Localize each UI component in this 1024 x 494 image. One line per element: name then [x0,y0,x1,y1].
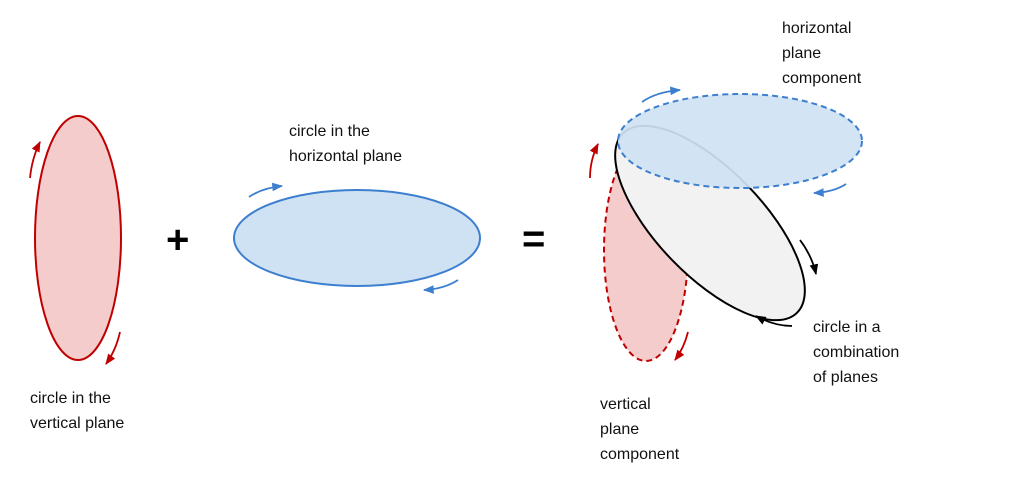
vertical-component-arrow-top [589,143,599,179]
vertical-circle-arrow-bottom [105,331,121,365]
label-horizontal-circle: circle in the horizontal plane [289,123,402,165]
horizontal-circle-ellipse [233,189,481,287]
horizontal-circle-arrow-bottom [422,279,459,294]
combination-circle-arrow-bottom [755,315,793,327]
label-vertical-circle: circle in the vertical plane [30,390,125,432]
equals-sign: = [522,217,546,261]
combination-circle-arrow-right [799,239,819,276]
label-vertical-component: vertical plane component [600,396,680,463]
vertical-circle-ellipse [34,115,122,361]
plus-sign: + [166,218,190,262]
horizontal-component-ellipse [617,93,863,189]
label-horizontal-component: horizontal plane component [782,20,862,87]
horizontal-circle-arrow-top [248,182,284,198]
horizontal-component-arrow-bottom [812,183,847,197]
horizontal-component-arrow-top [641,86,682,103]
vertical-circle-arrow-top [29,141,41,179]
vertical-component-arrow-bottom [674,331,689,361]
label-combination-circle: circle in a combination of planes [813,319,900,386]
